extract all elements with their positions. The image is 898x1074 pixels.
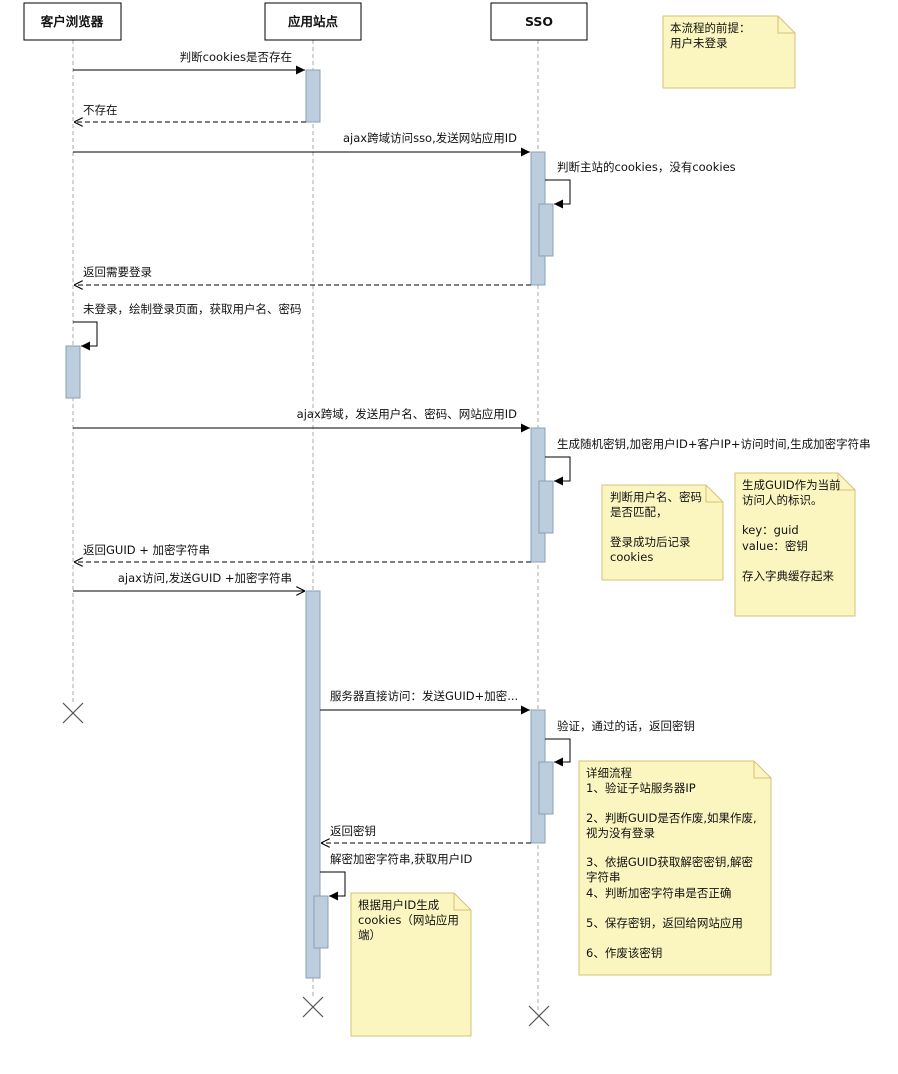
note-detail-line-8: 字符串 [586,870,621,884]
participant-sso[interactable]: SSO [490,2,588,41]
note-premise-text: 本流程的前提： 用户未登录 [670,21,754,50]
note-guid-line-5: value：密钥 [742,539,808,553]
message-label-3: ajax跨域访问sso,发送网站应用ID [343,131,517,145]
message-label-12: 验证，通过的话，返回密钥 [557,719,695,733]
destroy-marker-sso [528,1005,550,1027]
message-arrow-14[interactable] [320,871,346,901]
message-label-8: 生成随机密钥,加密用户ID+客户IP+访问时间,生成加密字符串 [557,437,871,451]
message-label-6: 未登录，绘制登录页面，获取用户名、密码 [83,302,302,316]
note-detail-line-11: 5、保存密钥，返回给网站应用 [586,916,743,930]
note-detail-text: 详细流程 1、验证子站服务器IP 2、判断GUID是否作废,如果作废, 视为没有… [586,766,760,960]
message-label-11: 服务器直接访问：发送GUID+加密... [330,689,518,703]
activation-app-1 [305,69,321,123]
note-premise[interactable]: 本流程的前提： 用户未登录 [662,15,796,89]
participant-browser[interactable]: 客户浏览器 [23,2,122,41]
participant-app-label: 应用站点 [288,14,339,29]
participant-browser-label: 客户浏览器 [40,14,104,29]
note-guid-line-2: 访问人的标识。 [742,493,823,507]
note-cookie[interactable]: 根据用户ID生成 cookies（网站应用 端） [350,892,472,1037]
note-guid-line-4: key：guid [742,523,799,537]
message-label-14: 解密加密字符串,获取用户ID [330,852,473,866]
note-cookie-line-3: 端） [358,928,381,942]
message-label-5: 返回需要登录 [83,265,152,279]
note-cookie-text: 根据用户ID生成 cookies（网站应用 端） [358,898,462,942]
note-guid[interactable]: 生成GUID作为当前 访问人的标识。 key：guid value：密钥 存入字… [734,472,856,617]
note-premise-line-1: 本流程的前提： [670,21,751,35]
message-label-9: 返回GUID + 加密字符串 [83,543,210,557]
message-label-13: 返回密钥 [330,824,376,838]
activation-sso-1-nested [538,203,554,257]
note-match-line-5: cookies [610,550,653,564]
note-guid-text: 生成GUID作为当前 访问人的标识。 key：guid value：密钥 存入字… [742,478,844,583]
note-detail-line-7: 3、依据GUID获取解密密钥,解密 [586,855,753,869]
note-guid-line-1: 生成GUID作为当前 [742,478,841,492]
note-cookie-line-2: cookies（网站应用 [358,913,459,927]
note-match-line-4: 登录成功后记录 [610,535,691,549]
destroy-marker-browser [62,702,84,724]
note-cookie-line-1: 根据用户ID生成 [358,898,440,912]
message-label-10: ajax访问,发送GUID +加密字符串 [118,571,292,585]
message-label-4: 判断主站的cookies，没有cookies [557,160,736,174]
message-arrow-12[interactable] [545,738,571,767]
note-detail-line-4: 2、判断GUID是否作废,如果作废, [586,811,757,825]
message-arrow-8[interactable] [545,456,571,486]
message-label-1: 判断cookies是否存在 [180,50,292,64]
note-detail-line-2: 1、验证子站服务器IP [586,781,696,795]
note-detail-line-13: 6、作废该密钥 [586,946,662,960]
note-match[interactable]: 判断用户名、密码 是否匹配， 登录成功后记录 cookies [601,484,724,581]
note-detail[interactable]: 详细流程 1、验证子站服务器IP 2、判断GUID是否作废,如果作废, 视为没有… [578,760,772,976]
activation-sso-2-nested [538,480,554,534]
activation-sso-3-nested [538,761,554,815]
note-match-line-2: 是否匹配， [610,505,668,519]
note-premise-line-2: 用户未登录 [670,36,728,50]
message-arrow-4[interactable] [545,179,571,209]
participant-app[interactable]: 应用站点 [264,2,362,41]
message-arrow-6[interactable] [73,321,98,351]
participant-sso-label: SSO [525,14,553,29]
message-label-7: ajax跨域，发送用户名、密码、网站应用ID [297,407,517,421]
note-guid-line-7: 存入字典缓存起来 [742,569,834,583]
activation-app-2-nested [313,895,329,949]
note-detail-line-5: 视为没有登录 [586,826,655,840]
destroy-marker-app [302,996,324,1018]
activation-browser-1 [65,345,81,399]
note-match-line-1: 判断用户名、密码 [610,490,702,504]
activation-app-2 [305,590,321,979]
note-detail-line-9: 4、判断加密字符串是否正确 [586,886,731,900]
note-detail-line-1: 详细流程 [586,766,632,780]
message-label-2: 不存在 [83,103,118,117]
note-match-text: 判断用户名、密码 是否匹配， 登录成功后记录 cookies [610,490,706,564]
